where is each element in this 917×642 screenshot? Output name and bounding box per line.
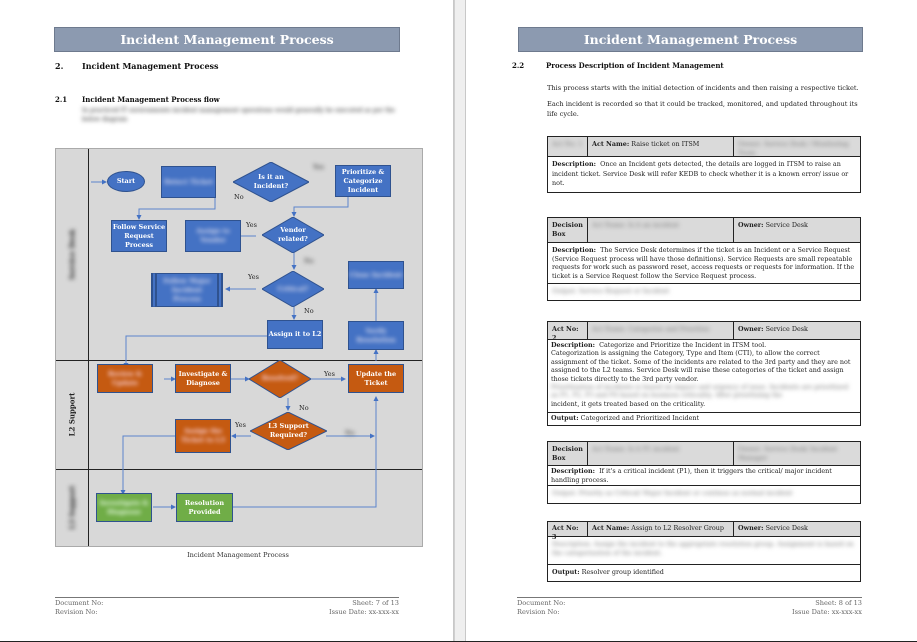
subsection-number: 2.1 — [55, 95, 68, 104]
edge-label-yes: Yes — [246, 221, 257, 229]
act-name-cell: Act Name: Is it P1 incident — [588, 442, 734, 465]
flow-connectors — [91, 179, 379, 510]
act-name-cell: Act Name: Categorize and Prioritize — [588, 322, 734, 339]
description-cell: Description: Assign the incident to the … — [552, 540, 854, 557]
act-no-cell: Act No: 2 — [548, 322, 588, 342]
edge-label-no: No — [299, 404, 309, 412]
connector — [120, 435, 177, 495]
edge-label-no: No — [345, 429, 355, 437]
activity-table-3: Act No: 3 Act Name: Assign to L2 Resolve… — [547, 521, 861, 582]
is-incident-decision — [233, 162, 309, 202]
section-title: Incident Management Process — [82, 61, 219, 71]
footer-document-no: Document No: — [55, 599, 104, 607]
output-cell: Output: Service Request or Incident — [552, 287, 670, 296]
description-cell: Description: If it's a critical incident… — [551, 467, 832, 484]
section-number: 2. — [55, 61, 64, 71]
footer-rule — [517, 597, 862, 598]
activity-table-2: Act No: 2 Act Name: Categorize and Prior… — [547, 321, 861, 426]
page-banner: Incident Management Process — [54, 27, 400, 52]
resolution-provided-node: Resolution Provided — [176, 493, 233, 522]
follow-service-request-node: Follow Service Request Process — [111, 220, 167, 252]
intro-paragraph: This process starts with the initial det… — [547, 84, 859, 92]
start-node: Start — [107, 171, 145, 192]
footer-revision-no: Revision No: — [55, 608, 98, 616]
act-name-cell: Act Name: Raise ticket on ITSM — [588, 137, 734, 156]
edge-label-yes: Yes — [313, 163, 324, 171]
update-ticket-node: Update the Ticket — [348, 364, 404, 393]
intro-paragraph: Each incident is recorded so that it cou… — [547, 100, 858, 118]
description-cell: Description: Categorize and Prioritize t… — [551, 341, 851, 408]
assign-to-l2-node: Assign it to L2 — [267, 320, 323, 349]
edge-label-yes: Yes — [235, 421, 246, 429]
footer-sheet: Sheet: 7 of 13 — [352, 599, 399, 607]
act-name-cell: Act Name: Is it an incident — [588, 218, 734, 242]
output-cell: Output: Priority as Critical/ Major Inci… — [552, 489, 793, 498]
connector — [233, 396, 379, 508]
critical-label: Critical? — [277, 284, 309, 293]
owner-cell: Owner: Service Desk / Monitoring Team — [738, 140, 849, 157]
vendor-related-label: Vendor related? — [278, 226, 308, 243]
edge-label-no: No — [304, 307, 314, 315]
owner-cell: Owner: Service Desk/ Incident Manager — [738, 445, 838, 462]
decision-box-cell: Decision Box — [548, 442, 588, 465]
l3-required-label: L3 Support Required? — [268, 422, 309, 439]
resolved-label: Resolved? — [261, 373, 299, 382]
edge-label-no: No — [234, 193, 244, 201]
footer-sheet: Sheet: 8 of 13 — [815, 599, 862, 607]
review-ticket-node: Review & Update — [97, 364, 153, 393]
investigate-diagnose-node: Investigate & Diagnose — [175, 364, 231, 393]
decision-box-cell: Decision Box — [548, 218, 588, 242]
description-cell: Description: The Service Desk determines… — [552, 246, 855, 280]
l3-required-decision — [250, 412, 327, 450]
lane-header-divider — [88, 149, 89, 546]
connector — [123, 335, 271, 368]
lane-divider — [56, 469, 422, 470]
verify-resolution-node: Verify Resolution — [348, 321, 404, 350]
owner-cell: Owner: Service Desk — [738, 325, 808, 333]
figure-caption: Incident Management Process — [187, 551, 289, 559]
vendor-related-decision — [262, 217, 324, 253]
detect-ticket-node: Detect Ticket — [161, 166, 216, 198]
footer-issue-date: Issue Date: xx-xxx-xx — [792, 608, 862, 616]
activity-table-1: Act No: 1 Act Name: Raise ticket on ITSM… — [547, 136, 861, 193]
decision-table-2: Decision Box Act Name: Is it P1 incident… — [547, 441, 861, 505]
act-no-cell: Act No: 3 — [548, 522, 588, 541]
is-incident-label: Is it an Incident? — [253, 173, 289, 190]
act-name-cell: Act Name: Assign to L2 Resolver Group — [588, 522, 734, 536]
lane-divider — [56, 360, 422, 361]
assign-vendor-node: Assign to Vendor — [185, 220, 241, 252]
connector — [291, 197, 349, 217]
assign-l3-node: Assign the Ticket to L3 — [175, 419, 231, 453]
footer-issue-date: Issue Date: xx-xxx-xx — [329, 608, 399, 616]
subsection-title: Process Description of Incident Manageme… — [546, 61, 724, 70]
decision-table-1: Decision Box Act Name: Is it an incident… — [547, 217, 861, 301]
critical-decision — [262, 271, 324, 307]
major-incident-process-node: Follow Major Incident Process — [151, 273, 223, 307]
edge-label-yes: Yes — [324, 370, 335, 378]
prioritize-categorize-node: Prioritize & Categorize Incident — [335, 165, 391, 197]
owner-cell: Owner: Service Desk — [738, 524, 808, 532]
edge-label-yes: Yes — [248, 273, 259, 281]
l3-investigate-node: Investigate & Diagnose — [96, 493, 152, 522]
output-cell: Output: Resolver group identified — [552, 568, 664, 576]
page-banner: Incident Management Process — [518, 27, 863, 52]
edge-label-no: No — [304, 257, 314, 265]
output-cell: Output: Categorized and Prioritized Inci… — [551, 414, 700, 422]
close-incident-node: Close Incident — [348, 261, 404, 289]
connector — [136, 197, 216, 220]
footer-document-no: Document No: — [517, 599, 566, 607]
subsection-title: Incident Management Process flow — [82, 95, 220, 104]
footer-revision-no: Revision No: — [517, 608, 560, 616]
owner-cell: Owner: Service Desk — [738, 221, 808, 229]
description-cell: Description: Once an Incident gets detec… — [552, 160, 849, 187]
footer-rule — [55, 597, 399, 598]
resolved-decision — [249, 360, 311, 398]
page-7: Incident Management Process 2. Incident … — [0, 0, 454, 642]
subsection-number: 2.2 — [512, 61, 525, 70]
swimlane-flowchart: Service Desk L2 Support L3 Support — [55, 148, 423, 547]
intro-paragraph-blurred: In practiced IT environments incident ma… — [82, 107, 395, 123]
act-no-cell: Act No: 1 — [548, 137, 588, 156]
